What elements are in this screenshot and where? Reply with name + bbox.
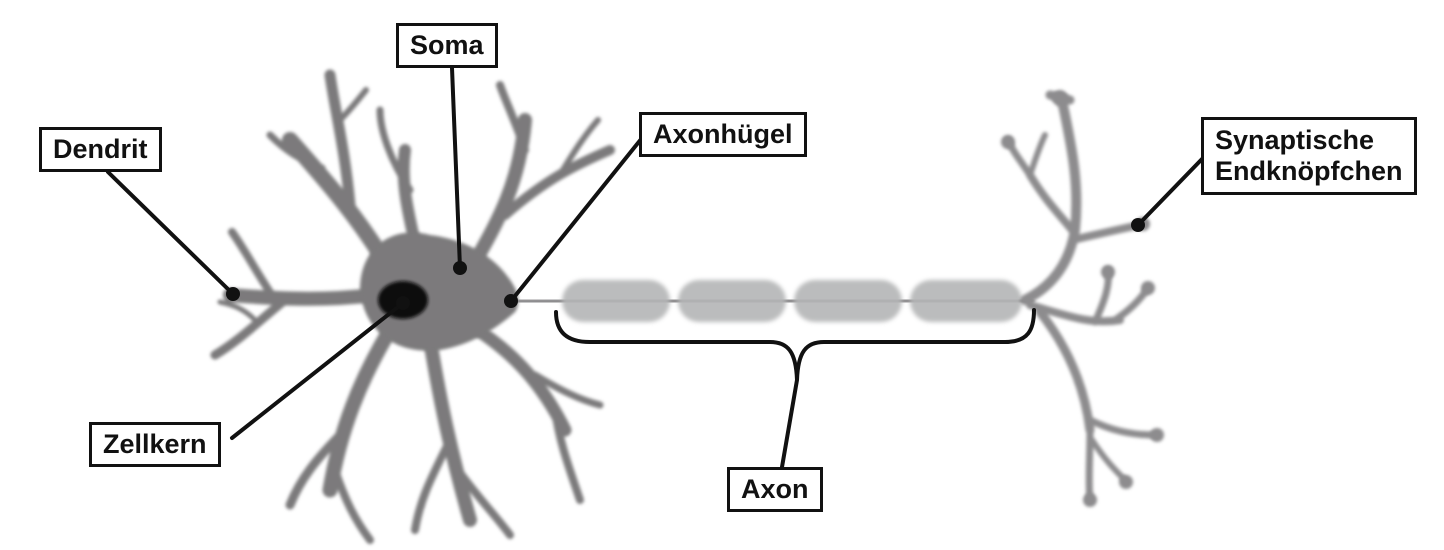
synaptic-knob bbox=[1150, 428, 1164, 442]
synaptic-knob bbox=[1141, 281, 1155, 295]
label-soma: Soma bbox=[396, 23, 498, 68]
leader-dots bbox=[226, 218, 1145, 310]
axon-terminals bbox=[1004, 90, 1159, 504]
label-synapse-line1: Synaptische bbox=[1215, 125, 1375, 155]
pointer-dot bbox=[453, 261, 467, 275]
label-synapse-line2: Endknöpfchen bbox=[1215, 156, 1403, 186]
synaptic-knob bbox=[1052, 90, 1068, 106]
label-dendrit: Dendrit bbox=[39, 127, 162, 172]
leader-line-axonhuegel bbox=[509, 136, 644, 303]
leader-line-dendrit bbox=[106, 170, 235, 296]
leader-lines bbox=[106, 66, 1205, 469]
synaptic-knob bbox=[1083, 493, 1097, 507]
label-synaptische-endknoepfchen: Synaptische Endknöpfchen bbox=[1201, 117, 1417, 195]
pointer-dot bbox=[226, 287, 240, 301]
synaptic-knob bbox=[1001, 135, 1015, 149]
leader-line-soma bbox=[450, 66, 462, 270]
leader-line-synapse bbox=[1136, 156, 1205, 227]
leader-line-zellkern bbox=[230, 301, 405, 440]
leader-line-axon bbox=[780, 378, 799, 469]
synaptic-knob bbox=[1101, 265, 1115, 279]
label-axon: Axon bbox=[727, 467, 823, 512]
label-zellkern: Zellkern bbox=[89, 422, 221, 467]
pointer-dot bbox=[396, 296, 410, 310]
pointer-dot bbox=[1131, 218, 1145, 232]
pointer-dot bbox=[504, 294, 518, 308]
soma-shape bbox=[360, 232, 519, 351]
synaptic-knob bbox=[1119, 475, 1133, 489]
label-axonhuegel: Axonhügel bbox=[639, 112, 807, 157]
